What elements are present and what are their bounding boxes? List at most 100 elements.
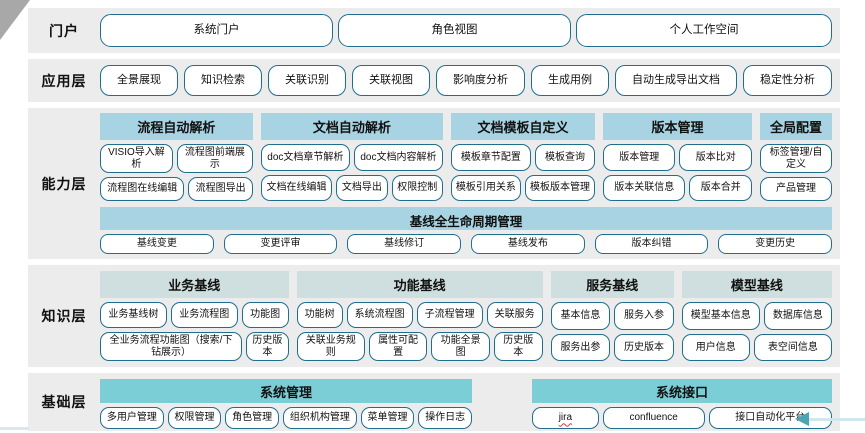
- button[interactable]: 全业务流程功能图（搜索/下钻展示）: [100, 332, 243, 361]
- button[interactable]: 标签管理/自定义: [759, 144, 832, 173]
- group-buttons-row: 关联业务规则属性可配置功能全景图历史版本: [296, 332, 543, 361]
- group-buttons-row: 版本关联信息版本合并: [603, 174, 752, 201]
- button[interactable]: 关联识别: [268, 65, 346, 96]
- button[interactable]: 角色视图: [338, 14, 571, 47]
- button[interactable]: 变更评审: [223, 234, 338, 254]
- button[interactable]: 功能图: [241, 302, 289, 328]
- button[interactable]: 流程图前端展示: [176, 144, 253, 173]
- button[interactable]: 权限管理: [167, 407, 222, 429]
- button[interactable]: 关联视图: [352, 65, 430, 96]
- button[interactable]: 流程图在线编辑: [100, 177, 185, 201]
- button[interactable]: 个人工作空间: [576, 14, 832, 47]
- button[interactable]: jira: [532, 407, 599, 429]
- group-header: 业务基线: [100, 271, 289, 298]
- portal-content: 系统门户角色视图个人工作空间: [100, 8, 840, 53]
- button[interactable]: 子流程管理: [416, 302, 483, 328]
- bottom-left-line-decoration: [0, 427, 29, 430]
- group-header: 全局配置: [759, 113, 832, 140]
- group-buttons-row: 版本管理版本比对: [603, 144, 752, 171]
- button[interactable]: 产品管理: [759, 177, 832, 201]
- button[interactable]: 文档在线编辑: [260, 174, 333, 201]
- button[interactable]: 功能全景图: [431, 332, 490, 361]
- button[interactable]: 基线修订: [347, 234, 462, 254]
- button[interactable]: 基线发布: [471, 234, 585, 254]
- layer-knowledge: 知识层 业务基线 业务基线树业务流程图功能图 全业务流程功能图（搜索/下钻展示）…: [28, 265, 840, 367]
- capability-content: 流程自动解析 VISIO导入解析流程图前端展示 流程图在线编辑流程图导出 文档自…: [100, 108, 840, 259]
- button[interactable]: 系统门户: [100, 14, 333, 47]
- button[interactable]: 业务基线树: [100, 302, 167, 328]
- button[interactable]: 服务入参: [614, 302, 674, 330]
- button[interactable]: 操作日志: [418, 407, 473, 429]
- button[interactable]: 版本管理: [603, 144, 676, 171]
- group-header: 系统接口: [532, 379, 832, 403]
- button[interactable]: 版本纠错: [594, 234, 709, 254]
- group-buttons-row: 产品管理: [759, 177, 832, 201]
- button[interactable]: 表空间信息: [753, 333, 832, 361]
- button[interactable]: 组织机构管理: [283, 407, 357, 429]
- button[interactable]: 流程图导出: [188, 177, 253, 201]
- group-template-custom: 文档模板自定义 模板章节配置模板查询 模板引用关系模板版本管理: [450, 113, 595, 201]
- button[interactable]: 全景展现: [100, 65, 178, 96]
- button[interactable]: 权限控制: [391, 174, 443, 201]
- layer-label-base: 基础层: [41, 394, 87, 410]
- button[interactable]: 属性可配置: [368, 332, 428, 361]
- button[interactable]: 关联服务: [486, 302, 543, 328]
- group-buttons-row: 基本信息服务入参: [550, 302, 674, 330]
- button[interactable]: 版本合并: [689, 174, 752, 201]
- application-buttons: 全景展现知识检索关联识别关联视图影响度分析生成用例自动生成导出文档稳定性分析: [100, 65, 832, 96]
- group-header: 功能基线: [296, 271, 543, 298]
- button[interactable]: 功能树: [296, 302, 343, 328]
- button[interactable]: 生成用例: [531, 65, 609, 96]
- button[interactable]: 历史版本: [493, 332, 543, 361]
- button[interactable]: 业务流程图: [170, 302, 238, 328]
- button[interactable]: 知识检索: [184, 65, 262, 96]
- group-header: 系统管理: [100, 379, 472, 403]
- group-model-baseline: 模型基线 模型基本信息数据库信息 用户信息表空间信息: [681, 271, 832, 361]
- group-buttons-row: 文档在线编辑文档导出权限控制: [260, 174, 443, 201]
- spellcheck-flagged-text: jira: [558, 412, 573, 424]
- button[interactable]: 文档导出: [336, 174, 388, 201]
- button[interactable]: 模板章节配置: [450, 144, 531, 171]
- button[interactable]: 影响度分析: [436, 65, 525, 96]
- button[interactable]: 变更历史: [718, 234, 833, 254]
- button[interactable]: 系统流程图: [346, 302, 413, 328]
- group-business-baseline: 业务基线 业务基线树业务流程图功能图 全业务流程功能图（搜索/下钻展示）历史版本: [100, 271, 289, 361]
- group-global-config: 全局配置 标签管理/自定义 产品管理: [759, 113, 832, 201]
- button[interactable]: 基线变更: [100, 234, 214, 254]
- button[interactable]: 菜单管理: [360, 407, 415, 429]
- group-function-baseline: 功能基线 功能树系统流程图子流程管理关联服务 关联业务规则属性可配置功能全景图历…: [296, 271, 543, 361]
- button[interactable]: 模板版本管理: [524, 174, 595, 201]
- layer-base: 基础层 系统管理 多用户管理权限管理角色管理组织机构管理菜单管理操作日志 系统接…: [28, 373, 840, 431]
- button[interactable]: VISIO导入解析: [100, 144, 173, 173]
- button[interactable]: 多用户管理: [100, 407, 164, 429]
- button[interactable]: 角色管理: [225, 407, 280, 429]
- button[interactable]: 自动生成导出文档: [615, 65, 737, 96]
- group-buttons-row: 流程图在线编辑流程图导出: [100, 177, 253, 201]
- group-buttons-row: 全业务流程功能图（搜索/下钻展示）历史版本: [100, 332, 289, 361]
- button[interactable]: 模板查询: [534, 144, 595, 171]
- button[interactable]: 基本信息: [550, 302, 611, 330]
- button[interactable]: 用户信息: [681, 333, 750, 361]
- button[interactable]: 版本关联信息: [603, 174, 686, 201]
- button[interactable]: 模板引用关系: [450, 174, 521, 201]
- corner-decoration: [0, 0, 30, 40]
- button[interactable]: 服务出参: [550, 333, 611, 361]
- button[interactable]: 关联业务规则: [296, 332, 365, 361]
- button[interactable]: doc文档章节解析: [260, 144, 350, 171]
- knowledge-content: 业务基线 业务基线树业务流程图功能图 全业务流程功能图（搜索/下钻展示）历史版本…: [100, 265, 840, 367]
- baseline-buttons: 基线变更变更评审基线修订基线发布版本纠错变更历史: [100, 234, 833, 254]
- button[interactable]: 数据库信息: [763, 302, 832, 330]
- group-service-baseline: 服务基线 基本信息服务入参 服务出参历史版本: [550, 271, 674, 361]
- button[interactable]: confluence: [602, 407, 705, 429]
- layer-label-knowledge: 知识层: [41, 308, 87, 324]
- button[interactable]: 模型基本信息: [681, 302, 760, 330]
- button[interactable]: 版本比对: [679, 144, 752, 171]
- button[interactable]: 历史版本: [246, 332, 289, 361]
- layer-application: 应用层 全景展现知识检索关联识别关联视图影响度分析生成用例自动生成导出文档稳定性…: [28, 59, 840, 102]
- button[interactable]: 稳定性分析: [743, 65, 832, 96]
- button[interactable]: doc文档内容解析: [353, 144, 443, 171]
- button[interactable]: 历史版本: [614, 333, 674, 361]
